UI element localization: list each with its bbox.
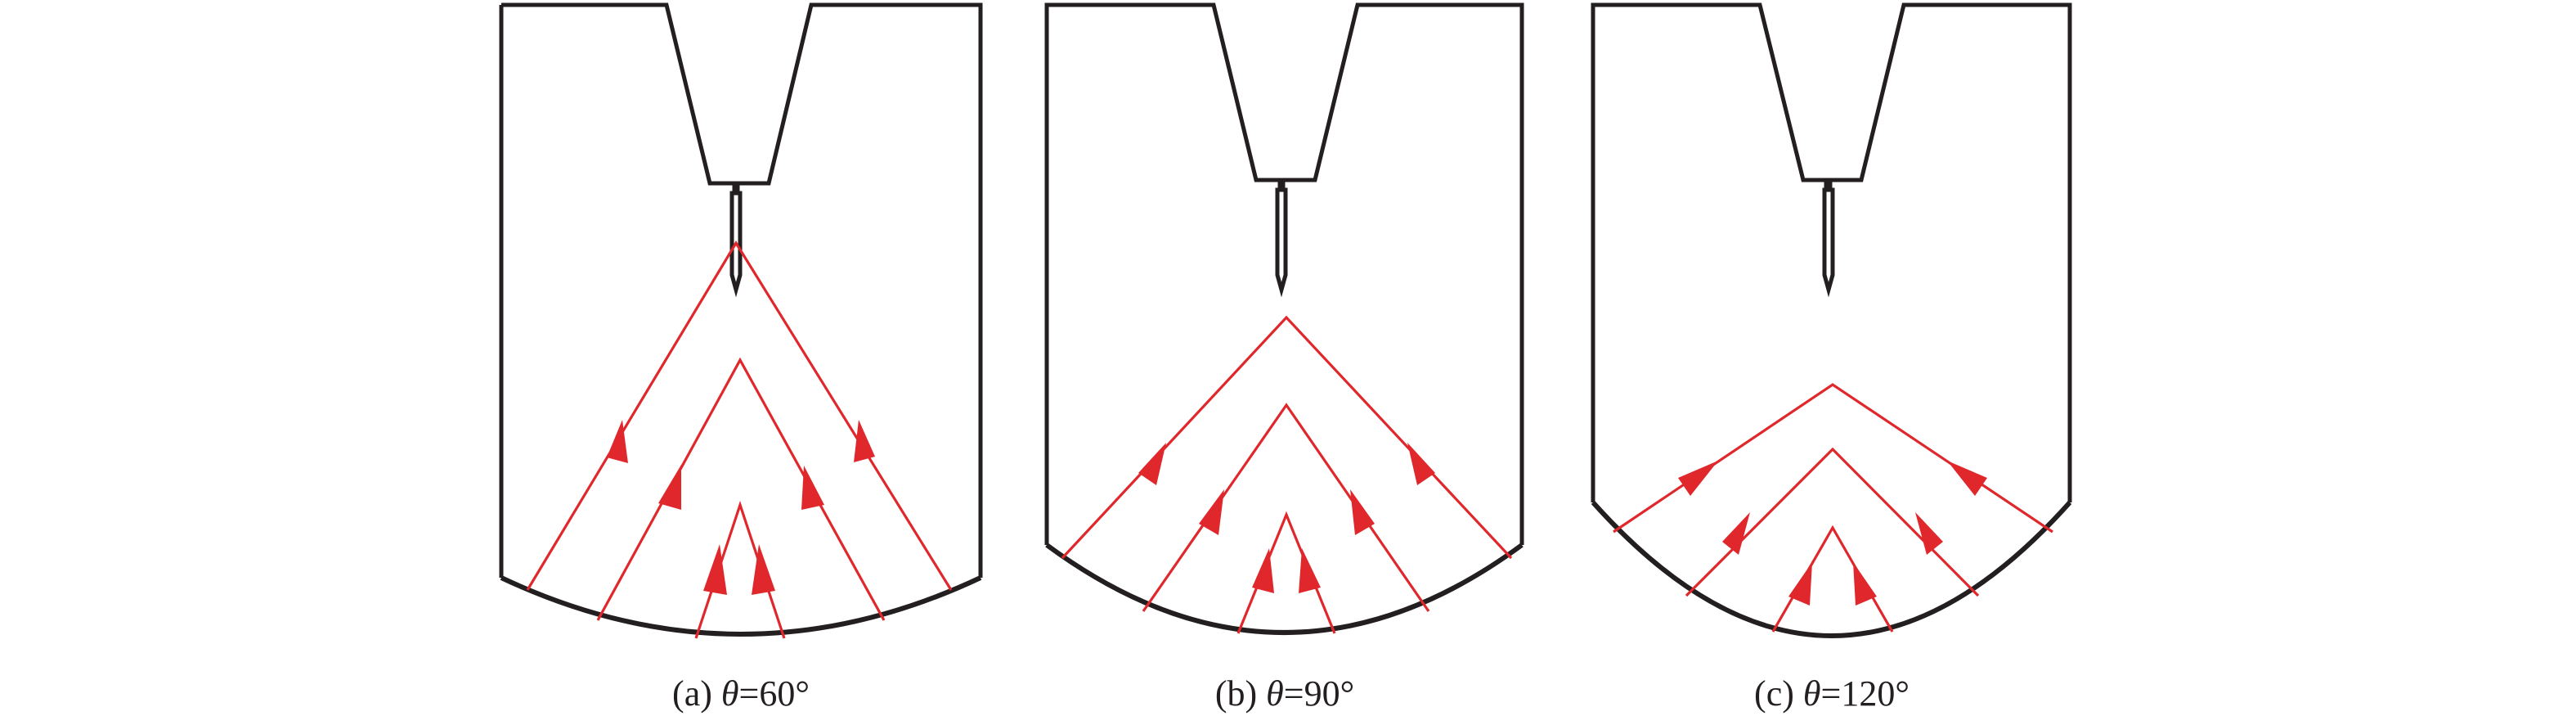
wavefront-middle-a [596, 357, 886, 621]
wavefront-inner-c [1771, 525, 1894, 633]
wavefront-inner-a [694, 500, 786, 639]
wavefront-inner-b [1236, 511, 1336, 634]
panel-a: (a) θ=60° [499, 2, 983, 714]
wavefront-outer-a [526, 240, 953, 591]
arrow-outer-left-a [607, 420, 628, 463]
wavefront-outer-c [1613, 383, 2053, 534]
curved-transducer-a [500, 575, 982, 637]
arrow-middle-left-b [1199, 489, 1224, 535]
wavefront-middle-b [1142, 403, 1430, 612]
caption-c: (c) θ=120° [1754, 673, 1910, 714]
arrow-outer-right-a [854, 420, 875, 462]
arrow-inner-left-c [1788, 562, 1812, 606]
arrow-outer-left-c [1678, 461, 1718, 496]
arrow-outer-left-b [1138, 443, 1166, 485]
specimen-outline-b [1044, 2, 1524, 545]
arrow-inner-left-a [703, 544, 727, 595]
arrow-inner-right-a [752, 544, 775, 595]
wavefront-middle-c [1685, 447, 1980, 597]
arrow-outer-right-c [1947, 461, 1987, 496]
arrow-middle-right-c [1915, 512, 1943, 555]
wavefront-outer-b [1061, 315, 1513, 560]
curved-transducer-c [1591, 500, 2072, 638]
specimen-outline-a [501, 2, 983, 578]
arrow-middle-right-a [801, 466, 824, 510]
arrow-middle-left-c [1722, 512, 1750, 555]
arrow-middle-right-b [1350, 489, 1375, 535]
specimen-outline-c [1591, 2, 2072, 502]
curved-transducer-b [1045, 543, 1524, 635]
caption-a: (a) θ=60° [672, 673, 810, 714]
arrow-middle-left-a [658, 465, 681, 510]
arrow-inner-right-c [1853, 562, 1877, 606]
panel-c: (c) θ=120° [1591, 2, 2072, 714]
arrow-inner-right-b [1299, 548, 1321, 593]
arrow-inner-left-b [1252, 548, 1274, 593]
arrow-outer-right-b [1407, 443, 1435, 485]
caption-b: (b) θ=90° [1215, 673, 1354, 714]
panel-b: (b) θ=90° [1044, 2, 1524, 714]
